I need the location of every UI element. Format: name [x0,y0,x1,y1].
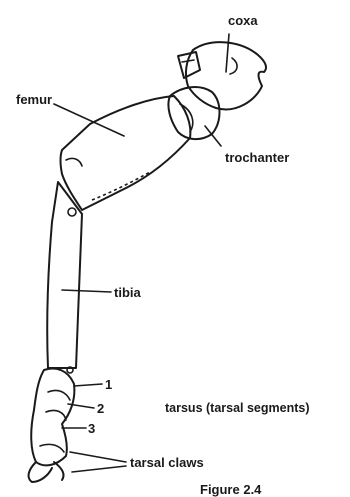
tarsal-segment-2-label: 2 [97,401,104,416]
tarsal-segment-3-label: 3 [88,421,95,436]
tarsal-1-leader [74,384,102,386]
coxa-segment [178,42,266,109]
tibia-leader [62,290,111,292]
claws-leader-lower [72,466,126,472]
coxa-leader [226,34,229,72]
tibia-label: tibia [114,285,141,300]
tarsal-claws-label: tarsal claws [130,455,204,470]
tarsus-label: tarsus (tarsal segments) [165,401,310,415]
tarsus-segments [31,369,74,466]
tibia-segment [47,182,82,373]
coxa-label: coxa [228,13,258,28]
tarsal-segment-1-label: 1 [105,377,112,392]
femur-segment [61,96,191,210]
femur-leader [54,104,124,136]
femur-label: femur [16,92,52,107]
claws-leader-upper [70,452,126,462]
trochanter-label: trochanter [225,150,289,165]
figure-caption: Figure 2.4 [200,482,262,497]
